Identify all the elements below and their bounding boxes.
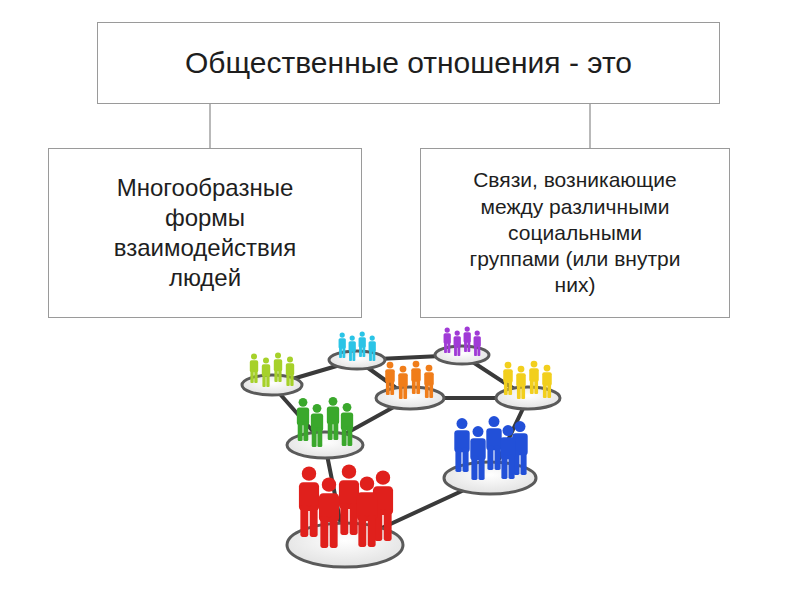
red-group <box>299 464 393 548</box>
box-text: Общественные отношения - это <box>185 44 632 82</box>
tree-connector <box>209 104 210 148</box>
heading-box: Общественные отношения - это <box>97 22 720 104</box>
definition-box: Связи, возникающие между различными соци… <box>420 148 730 318</box>
purple-group <box>444 327 481 356</box>
orange-group <box>385 361 434 399</box>
lime-group <box>250 353 294 387</box>
definition-box: Многообразные формы взаимодействия людей <box>48 148 362 318</box>
cyan-group <box>339 332 376 361</box>
box-text: Многообразные формы взаимодействия людей <box>94 173 316 293</box>
tree-connector <box>589 104 590 148</box>
yellow-group <box>503 361 552 399</box>
blue-group <box>454 416 527 480</box>
green-group <box>297 397 353 447</box>
box-text: Связи, возникающие между различными соци… <box>461 167 689 298</box>
network-links <box>272 355 528 545</box>
group-discs <box>242 346 560 567</box>
